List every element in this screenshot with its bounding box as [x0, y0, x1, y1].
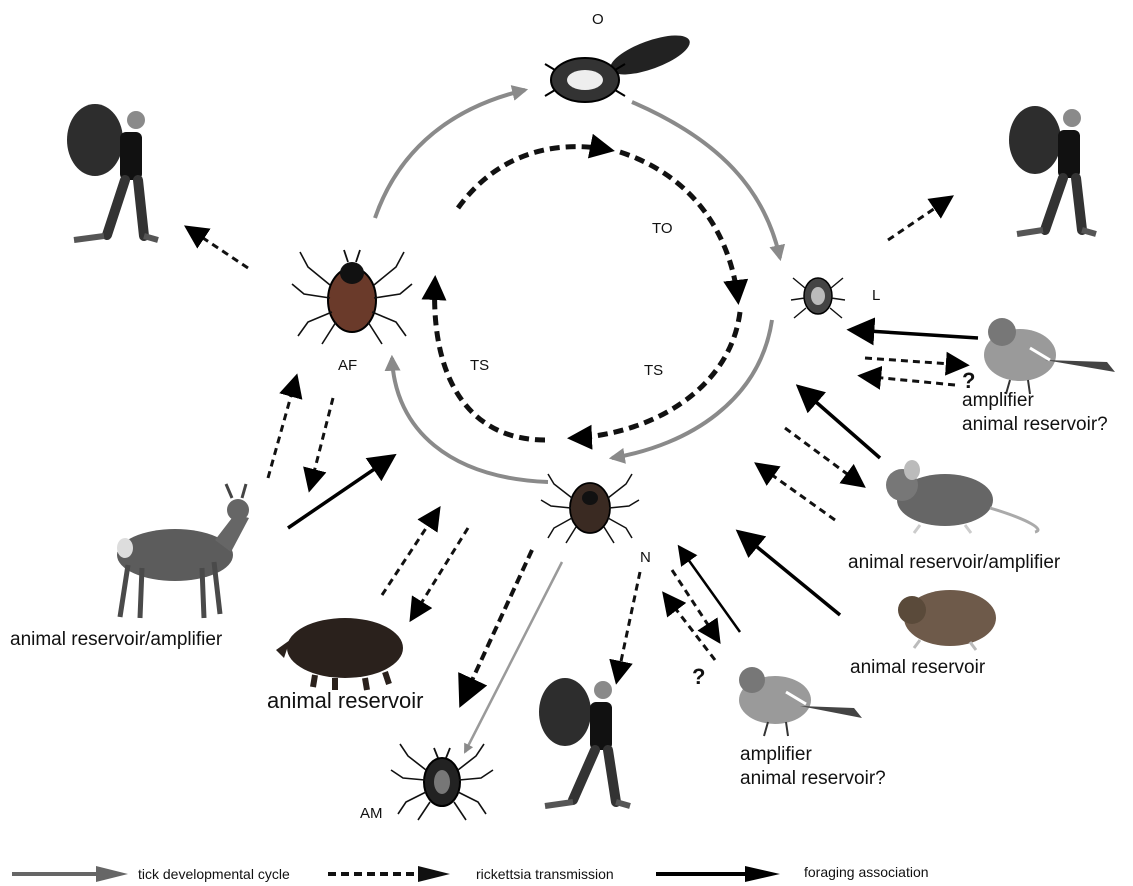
transmission-arrow-nymph-to-hiker [617, 572, 640, 680]
dev-arrow-larva-to-nymph [612, 320, 772, 458]
transmission-arrow-nymph-to-bird [672, 570, 718, 640]
foraging-arrow-vole-to-nymph [740, 533, 840, 615]
vole-caption: animal reservoir [850, 657, 986, 678]
transmission-arrow-larva-to-mouse [785, 428, 862, 485]
adult-male-tick-illustration [391, 744, 493, 820]
stage-label-larva: L [872, 287, 880, 304]
transovarial-label: TO [652, 220, 673, 237]
hiker-bottom-illustration [539, 678, 630, 806]
transmission-arrow-nymph-to-am [462, 550, 532, 702]
transovarial-arrow-2 [620, 152, 738, 300]
transovarial-arrow [458, 147, 610, 208]
dev-arrow-nymph-to-af [392, 358, 548, 482]
transmission-arrow-boar-to-nymph [382, 510, 438, 595]
stage-label-egg: O [592, 11, 604, 28]
transmission-arrow-mouse-to-larva [758, 465, 835, 520]
larva-tick-illustration [791, 278, 845, 318]
transmission-arrow-larva-to-hiker [888, 198, 950, 240]
transmission-arrow-af-to-hiker [188, 228, 248, 268]
nymph-body [570, 483, 610, 533]
af-scutum [340, 262, 364, 284]
deer-caption: animal reservoir/amplifier [10, 629, 223, 650]
transmission-cycle-arrows [435, 147, 740, 440]
bird-top-question-mark: ? [962, 368, 975, 393]
foraging-arrow-bird-to-nymph [680, 548, 740, 632]
bird-top-illustration [984, 318, 1115, 394]
developmental-cycle-arrows [375, 90, 780, 752]
foraging-arrow-mouse-to-larva [800, 388, 880, 458]
legend-transmission-label: rickettsia transmission [476, 866, 614, 882]
vole-illustration [898, 590, 996, 650]
legend-item-foraging: foraging association [656, 864, 929, 882]
bird-bottom-question-mark: ? [692, 664, 705, 689]
bird-top-caption-line1: amplifier [962, 390, 1034, 411]
stage-label-adult-male: AM [360, 805, 383, 822]
legend-developmental-label: tick developmental cycle [138, 866, 290, 882]
transstadial-arrow-left [435, 280, 545, 440]
transmission-arrow-deer-to-af [268, 378, 296, 478]
transmission-arrow-af-to-deer [310, 398, 333, 488]
transstadial-label-left: TS [470, 357, 489, 374]
bird-bottom-illustration [739, 667, 862, 736]
transmission-arrow-bird-to-nymph [665, 595, 715, 660]
dev-arrow-af-to-egg [375, 90, 525, 218]
bird-top-caption-line2: animal reservoir? [962, 414, 1108, 435]
hiker-top-right-illustration [1009, 106, 1096, 234]
bird-bottom-caption-line2: animal reservoir? [740, 768, 886, 789]
egg-tick-illustration [545, 27, 694, 102]
stage-label-nymph: N [640, 549, 651, 566]
legend: tick developmental cycle rickettsia tran… [12, 864, 929, 882]
transstadial-label-right: TS [644, 362, 663, 379]
adult-female-tick-illustration [292, 250, 412, 344]
boar-illustration [276, 618, 403, 690]
transmission-arrow-nymph-to-boar [412, 528, 468, 618]
hiker-top-left-illustration [67, 104, 158, 240]
stage-label-adult-female: AF [338, 357, 357, 374]
foraging-arrow-bird-to-larva [852, 330, 978, 338]
deer-illustration [117, 484, 249, 618]
mouse-caption: animal reservoir/amplifier [848, 552, 1061, 573]
legend-item-developmental: tick developmental cycle [12, 866, 290, 882]
nymph-tick-illustration [541, 474, 639, 543]
transmission-arrow-larva-to-bird [865, 358, 965, 365]
mouse-illustration [886, 460, 1038, 533]
transmission-arrow-bird-to-larva [862, 376, 955, 385]
bird-bottom-caption-line1: amplifier [740, 744, 812, 765]
foraging-arrow-deer-to-cycle [288, 457, 392, 528]
egg-mass [606, 27, 695, 82]
legend-item-transmission: rickettsia transmission [328, 866, 614, 882]
boar-caption: animal reservoir [267, 688, 424, 713]
legend-foraging-label: foraging association [804, 864, 929, 880]
